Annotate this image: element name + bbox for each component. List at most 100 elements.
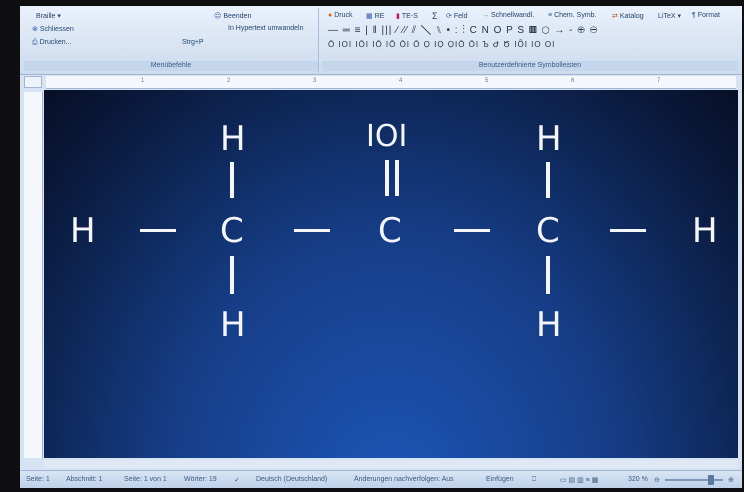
zoom-slider-thumb[interactable] <box>708 475 714 485</box>
tes-icon: ▮ <box>396 13 400 20</box>
atom-h-c3-top: H <box>536 119 562 159</box>
schnellwandl-label: Schnellwandl. <box>491 12 535 19</box>
status-bar: Seite: 1 Abschnitt: 1 Seite: 1 von 1 Wör… <box>20 470 742 488</box>
atom-h-left: H <box>70 211 96 251</box>
atom-c1: C <box>220 211 244 251</box>
status-zoom[interactable]: 320 % <box>628 476 648 483</box>
custom-toolbars-caption: Benutzerdefinierte Symbolleisten <box>322 61 738 71</box>
status-seite-von[interactable]: Seite: 1 von 1 <box>124 476 167 483</box>
bond-c3-h-bottom <box>546 256 550 294</box>
schliessen-label: Schliessen <box>39 26 74 33</box>
zoom-out-icon[interactable]: ⊖ <box>654 477 660 484</box>
proofing-icon[interactable]: ✓ <box>234 477 240 484</box>
katalog-label: Katalog <box>619 13 644 20</box>
zoom-slider-track[interactable] <box>665 479 723 481</box>
close-circle-icon: ⊗ <box>32 26 38 33</box>
ruler-number: 1 <box>141 78 145 84</box>
arrow-icon: → <box>482 12 489 19</box>
beenden-button[interactable]: ☹Beenden <box>214 12 251 20</box>
feld-button[interactable]: ⟳Feld <box>446 12 468 20</box>
litex-button[interactable]: LiTeX ▾ <box>658 12 681 20</box>
status-woerter[interactable]: Wörter: 19 <box>184 476 217 483</box>
ruler-number: 4 <box>399 78 403 84</box>
ruler-number: 5 <box>485 78 489 84</box>
schliessen-button[interactable]: ⊗Schliessen <box>32 25 74 33</box>
print-shortcut: Strg+P <box>182 39 204 46</box>
status-seite[interactable]: Seite: 1 <box>26 476 50 483</box>
re-button[interactable]: ▦RE <box>366 12 384 20</box>
macro-icon[interactable]: ⎕ <box>532 476 537 483</box>
word-window: Braille ▾ ⊗Schliessen ⎙Drucken... ☹Beend… <box>20 6 742 488</box>
vertical-ruler[interactable] <box>24 92 43 458</box>
bond-h-c1 <box>140 229 176 232</box>
bond-symbols-text: — ═ ≡ | ‖ ||| ∕ ⁄⁄ ⫽ ╲ ⑊ • : ⋮ C N O P S… <box>328 25 599 36</box>
lone-pair-symbols-text: Ō IOI IŌI IŌ IŌ ŌI Ō Ọ IỌ ỌIŌ ŌI Ъ Ժ Ծ I… <box>328 40 556 49</box>
menu-group-caption: Menübefehle <box>24 61 318 71</box>
katalog-button[interactable]: ⇄Katalog <box>612 12 644 20</box>
printer-icon: ⎙ <box>32 39 38 46</box>
chem-symb-button[interactable]: ≡Chem. Symb. <box>548 12 597 19</box>
format-label: Format <box>697 12 720 19</box>
litex-label: LiTeX ▾ <box>658 13 681 20</box>
view-buttons[interactable]: ▭ ▤ ▥ ≡ ▦ <box>560 477 599 484</box>
bond-c3-h-top <box>546 162 550 198</box>
bond-c2-c3 <box>454 229 490 232</box>
bond-c1-h-top <box>230 162 234 198</box>
format-button[interactable]: ¶Format <box>692 12 720 19</box>
menu-commands-group: Braille ▾ ⊗Schliessen ⎙Drucken... ☹Beend… <box>24 8 319 72</box>
re-label: RE <box>374 13 385 20</box>
status-aenderungen[interactable]: Änderungen nachverfolgen: Aus <box>354 476 454 483</box>
braille-button[interactable]: Braille ▾ <box>36 12 61 20</box>
tes-label: TE-S <box>401 13 418 20</box>
atom-c2: C <box>378 211 402 251</box>
document-canvas[interactable]: H C C C H H H IOI H H <box>44 90 738 458</box>
double-bond-line-1 <box>385 160 389 196</box>
braille-label: Braille ▾ <box>36 13 61 20</box>
custom-toolbars-group: ●Druck ▦RE ▮TE-S Σ ⟳Feld →Schnellwandl. … <box>322 8 738 72</box>
bond-c1-c2 <box>294 229 330 232</box>
status-sprache[interactable]: Deutsch (Deutschland) <box>256 476 328 483</box>
atom-o-top: IOI <box>366 119 408 154</box>
atom-c3: C <box>536 211 560 251</box>
tes-button[interactable]: ▮TE-S <box>396 12 418 20</box>
drucken-button[interactable]: ⎙Drucken... <box>32 39 72 47</box>
grid-icon: ▦ <box>366 13 373 20</box>
chem-symb-label: Chem. Symb. <box>554 12 597 19</box>
status-abschnitt[interactable]: Abschnitt: 1 <box>66 476 103 483</box>
schnellwandl-button[interactable]: →Schnellwandl. <box>482 12 534 19</box>
atom-h-c1-top: H <box>220 119 246 159</box>
sigma-label: Σ <box>432 11 438 21</box>
zoom-in-icon[interactable]: ⊕ <box>728 477 734 484</box>
ruler-number: 2 <box>227 78 231 84</box>
hypertext-label: In Hypertext umwandeln <box>228 25 304 32</box>
tab-selector[interactable] <box>24 76 42 88</box>
beenden-label: Beenden <box>223 13 252 20</box>
horizontal-scrollbar[interactable] <box>44 460 738 468</box>
atom-h-c3-bottom: H <box>536 305 562 345</box>
druck-icon: ● <box>328 12 333 19</box>
double-bond-line-2 <box>395 160 399 196</box>
ribbon: Braille ▾ ⊗Schliessen ⎙Drucken... ☹Beend… <box>20 6 742 75</box>
exit-face-icon: ☹ <box>214 13 222 20</box>
format-icon: ¶ <box>692 12 696 19</box>
ruler-number: 3 <box>313 78 317 84</box>
status-einfuegen[interactable]: Einfügen <box>486 476 514 483</box>
refresh-icon: ⟳ <box>446 13 452 20</box>
horizontal-ruler[interactable]: 1 2 3 4 5 6 7 <box>46 76 736 89</box>
sigma-button[interactable]: Σ <box>432 11 438 21</box>
drucken-label: Drucken... <box>39 39 72 46</box>
atom-h-c1-bottom: H <box>220 305 246 345</box>
ruler-number: 7 <box>657 78 661 84</box>
katalog-icon: ⇄ <box>612 13 618 20</box>
bond-c3-h <box>610 229 646 232</box>
druck-button[interactable]: ●Druck <box>328 12 353 19</box>
hypertext-button[interactable]: In Hypertext umwandeln <box>228 25 303 32</box>
lines-icon: ≡ <box>548 12 553 19</box>
bond-symbols-row[interactable]: — ═ ≡ | ‖ ||| ∕ ⁄⁄ ⫽ ╲ ⑊ • : ⋮ C N O P S… <box>328 25 599 36</box>
druck-label: Druck <box>334 12 353 19</box>
atom-h-right: H <box>692 211 718 251</box>
lone-pair-symbols-row[interactable]: Ō IOI IŌI IŌ IŌ ŌI Ō Ọ IỌ ỌIŌ ŌI Ъ Ժ Ծ I… <box>328 40 555 49</box>
feld-label: Feld <box>453 13 468 20</box>
bond-c1-h-bottom <box>230 256 234 294</box>
shortcut-label: Strg+P <box>182 39 204 46</box>
